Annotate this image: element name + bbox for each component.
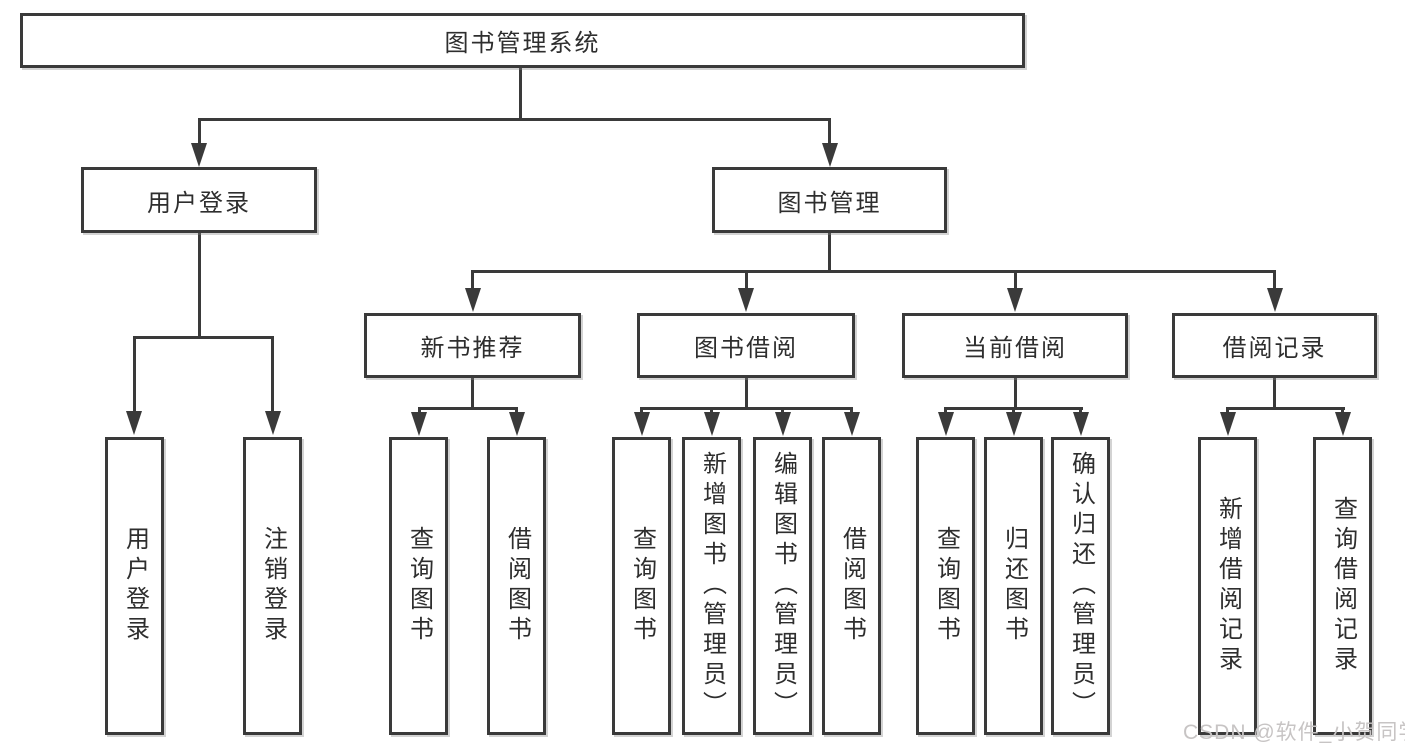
leaf-bb-add-books-label: 新增图书（管理员） [698, 451, 726, 721]
node-new-book-recommend-label: 新书推荐 [420, 335, 525, 362]
arrow-down-icon [704, 412, 720, 436]
connector-current-borrow-stem [1014, 376, 1017, 409]
leaf-br-add-record: 新增借阅记录 [1198, 437, 1257, 735]
leaf-nbr-query-books-label: 查询图书 [405, 526, 433, 646]
leaf-user-login-label: 用户登录 [121, 526, 149, 646]
connector-leaf-drop [710, 407, 713, 415]
arrow-down-icon [1335, 412, 1351, 436]
arrow-down-icon [775, 412, 791, 436]
connector-leaf-drop [1012, 407, 1015, 415]
connector-user-login-drop [198, 118, 201, 146]
connector-new-book-drop [471, 270, 474, 290]
connector-current-borrow-drop [1014, 270, 1017, 290]
node-current-borrowing: 当前借阅 [902, 313, 1128, 378]
arrow-down-icon [738, 288, 754, 312]
node-new-book-recommend: 新书推荐 [364, 313, 581, 378]
connector-book-borrow-hline [641, 407, 853, 410]
connector-leaf-drop [1079, 407, 1082, 415]
connector-level1-hline [198, 118, 831, 121]
arrow-down-icon [465, 288, 481, 312]
leaf-nbr-query-books: 查询图书 [389, 437, 448, 735]
arrow-down-icon [191, 143, 207, 167]
arrow-down-icon [844, 412, 860, 436]
connector-book-mgmt-drop [828, 118, 831, 146]
leaf-bb-edit-books-label: 编辑图书（管理员） [769, 451, 797, 721]
connector-book-mgmt-stem [828, 231, 831, 272]
node-user-login-label: 用户登录 [147, 189, 251, 217]
connector-new-book-stem [471, 376, 474, 409]
connector-borrow-records-drop [1273, 270, 1276, 290]
arrow-down-icon [1220, 412, 1236, 436]
arrow-down-icon [938, 412, 954, 436]
leaf-user-login: 用户登录 [105, 437, 164, 735]
connector-borrow-records-hline [1226, 407, 1345, 410]
connector-book-borrow-drop [745, 270, 748, 290]
arrow-down-icon [265, 411, 281, 435]
arrow-down-icon [1073, 412, 1089, 436]
leaf-cb-query-books: 查询图书 [916, 437, 975, 735]
leaf-cb-query-books-label: 查询图书 [932, 526, 960, 646]
connector-book-borrow-stem [745, 376, 748, 409]
node-borrowing-records: 借阅记录 [1172, 313, 1377, 378]
leaf-bb-borrow-books: 借阅图书 [822, 437, 881, 735]
leaf-br-query-record-label: 查询借阅记录 [1329, 496, 1357, 676]
node-borrowing-records-label: 借阅记录 [1222, 335, 1327, 362]
connector-user-login-hline [133, 336, 274, 339]
connector-leaf-drop [781, 407, 784, 415]
arrow-down-icon [509, 412, 525, 436]
connector-leaf-drop [1341, 407, 1344, 415]
arrow-down-icon [822, 143, 838, 167]
leaf-cb-confirm-return-label: 确认归还（管理员） [1067, 451, 1095, 721]
leaf-cb-return-books: 归还图书 [984, 437, 1043, 735]
arrow-down-icon [411, 412, 427, 436]
connector-user-login-stem [198, 231, 201, 338]
connector-leaf-drop [850, 407, 853, 415]
leaf-logout-label: 注销登录 [259, 526, 287, 646]
leaf-br-add-record-label: 新增借阅记录 [1214, 496, 1242, 676]
connector-root-stem [519, 66, 522, 121]
node-current-borrowing-label: 当前借阅 [963, 335, 1067, 362]
leaf-bb-query-books: 查询图书 [612, 437, 671, 735]
leaf-bb-borrow-books-label: 借阅图书 [838, 526, 866, 646]
arrow-down-icon [1267, 288, 1283, 312]
leaf-br-query-record: 查询借阅记录 [1313, 437, 1372, 735]
node-root: 图书管理系统 [20, 13, 1025, 68]
leaf-bb-edit-books: 编辑图书（管理员） [753, 437, 812, 735]
leaf-cb-return-books-label: 归还图书 [1000, 526, 1028, 646]
leaf-cb-confirm-return: 确认归还（管理员） [1051, 437, 1110, 735]
watermark: CSDN @软件_小贺同学 [1183, 721, 1405, 744]
node-book-management: 图书管理 [712, 167, 947, 233]
connector-login-drop [133, 336, 136, 414]
leaf-nbr-borrow-books-label: 借阅图书 [503, 526, 531, 646]
connector-logout-drop [271, 336, 274, 414]
node-root-label: 图书管理系统 [444, 30, 601, 57]
connector-new-book-hline [418, 407, 518, 410]
connector-leaf-drop [640, 407, 643, 415]
connector-leaf-drop [944, 407, 947, 415]
leaf-bb-query-books-label: 查询图书 [628, 526, 656, 646]
arrow-down-icon [126, 411, 142, 435]
arrow-down-icon [1006, 412, 1022, 436]
node-book-borrowing-label: 图书借阅 [694, 335, 798, 362]
connector-leaf-drop [1226, 407, 1229, 415]
connector-leaf-drop [418, 407, 421, 415]
leaf-nbr-borrow-books: 借阅图书 [487, 437, 546, 735]
leaf-logout: 注销登录 [243, 437, 302, 735]
node-book-management-label: 图书管理 [777, 189, 882, 217]
connector-leaf-drop [515, 407, 518, 415]
arrow-down-icon [1007, 288, 1023, 312]
node-book-borrowing: 图书借阅 [637, 313, 855, 378]
connector-level2-hline [471, 270, 1276, 273]
node-user-login: 用户登录 [81, 167, 317, 233]
connector-borrow-records-stem [1273, 376, 1276, 409]
arrow-down-icon [634, 412, 650, 436]
leaf-bb-add-books: 新增图书（管理员） [682, 437, 741, 735]
